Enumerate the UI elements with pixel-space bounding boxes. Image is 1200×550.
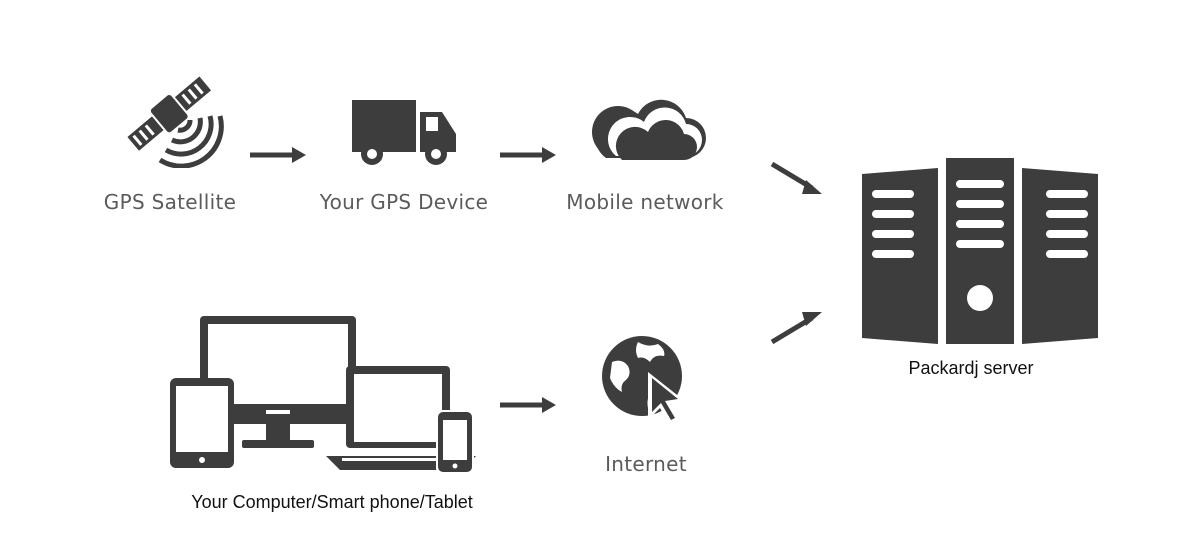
server-label: Packardj server xyxy=(908,358,1034,378)
arrow-network-to-server xyxy=(770,161,822,194)
globe-cursor-icon xyxy=(602,336,686,426)
arrow-devices-to-internet xyxy=(500,397,556,413)
truck-icon xyxy=(352,100,456,165)
arrow-satellite-to-device xyxy=(250,147,306,163)
devices-label: Your Computer/Smart phone/Tablet xyxy=(191,492,473,512)
internet-label: Internet xyxy=(605,452,687,476)
server-icon xyxy=(862,158,1098,344)
gps-satellite-label: GPS Satellite xyxy=(103,190,237,214)
gps-device-label: Your GPS Device xyxy=(319,190,489,214)
cloud-icon xyxy=(592,99,706,160)
mobile-network-label: Mobile network xyxy=(566,190,724,214)
arrow-device-to-network xyxy=(500,147,556,163)
satellite-icon xyxy=(127,76,224,168)
devices-icon xyxy=(170,316,476,474)
arrow-internet-to-server xyxy=(770,312,822,345)
